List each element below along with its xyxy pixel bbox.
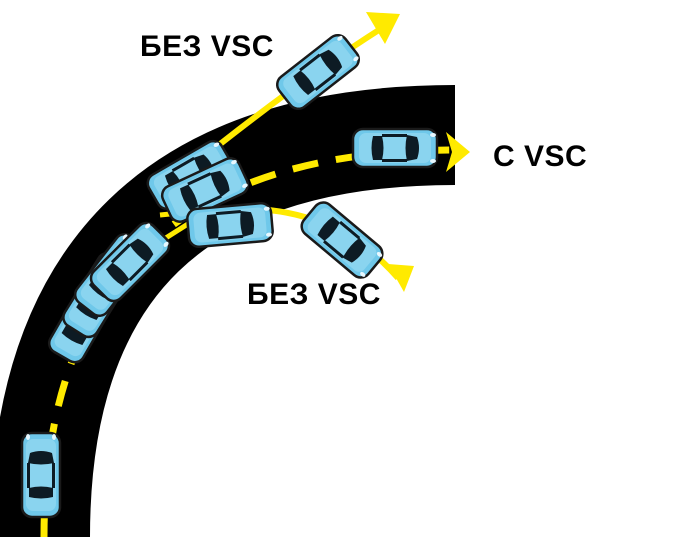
label-without-vsc-bottom: БЕЗ VSC [247, 278, 381, 311]
without-vsc-top-arrow-icon [366, 12, 400, 44]
without-vsc-bottom-arrow-icon [388, 264, 414, 292]
car-icon [296, 197, 388, 283]
car-icon [351, 127, 439, 169]
with-vsc-arrow-icon [446, 132, 470, 172]
car-icon [185, 201, 275, 249]
road [0, 85, 456, 537]
car-icon [20, 431, 62, 519]
label-without-vsc-top: БЕЗ VSC [140, 30, 274, 63]
label-with-vsc: С VSC [493, 140, 588, 173]
